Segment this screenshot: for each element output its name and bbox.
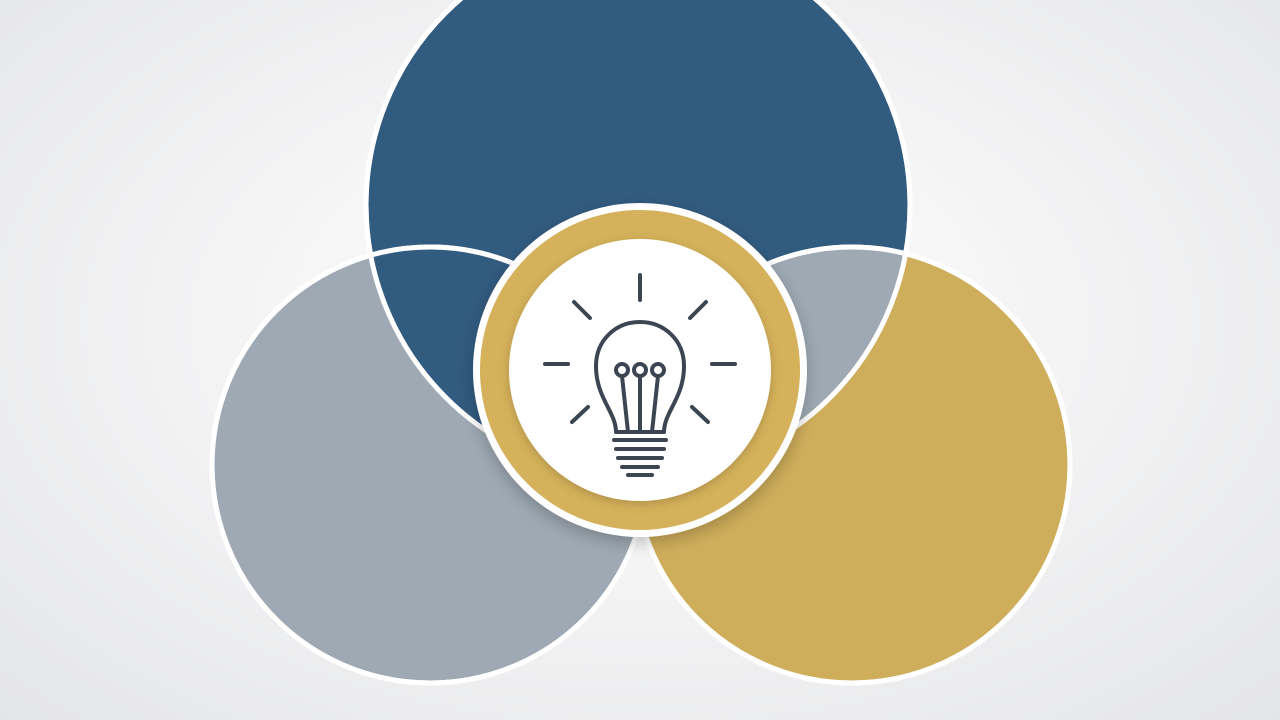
lightbulb-icon <box>543 273 737 477</box>
